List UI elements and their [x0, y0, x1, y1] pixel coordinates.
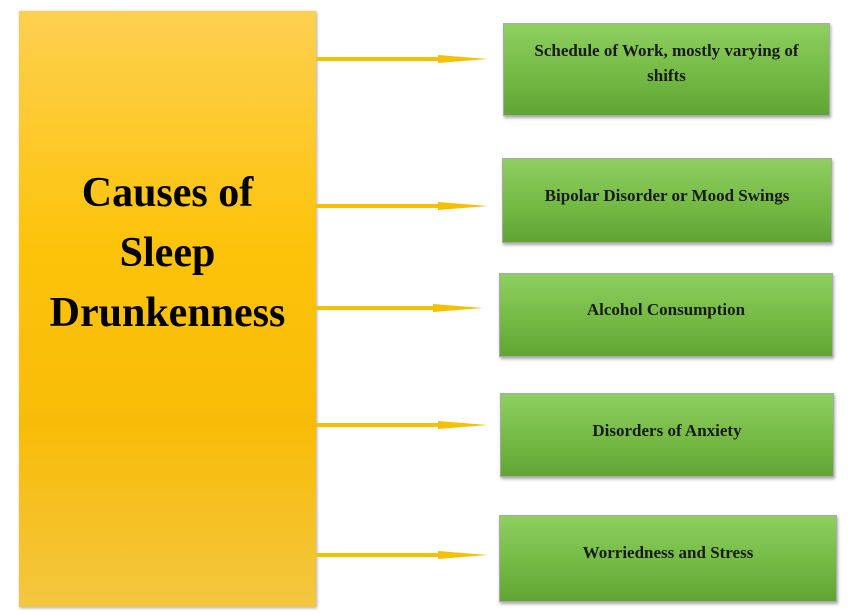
cause-box-anxiety: Disorders of Anxiety — [500, 393, 834, 477]
arrow-5 — [316, 551, 488, 559]
arrow-3 — [316, 304, 483, 312]
main-title-line-3: Drunkenness — [49, 290, 286, 336]
arrow-2 — [316, 202, 488, 210]
cause-box-work-schedule: Schedule of Work, mostly varying of shif… — [503, 23, 830, 116]
cause-box-bipolar: Bipolar Disorder or Mood Swings — [502, 158, 832, 243]
cause-label: Worriedness and Stress — [582, 543, 754, 562]
cause-label: Alcohol Consumption — [586, 300, 746, 319]
cause-label: Schedule of Work, mostly varying of shif… — [534, 41, 799, 85]
main-title-line-1: Causes of — [81, 170, 254, 216]
cause-label: Disorders of Anxiety — [592, 421, 742, 440]
main-cause-box: Causes of Sleep Drunkenness — [19, 11, 316, 607]
main-title: Causes of Sleep Drunkenness — [50, 163, 286, 343]
arrow-1 — [316, 55, 488, 63]
cause-box-stress: Worriedness and Stress — [499, 515, 837, 602]
cause-label: Bipolar Disorder or Mood Swings — [544, 186, 790, 205]
main-title-line-2: Sleep — [119, 230, 216, 276]
cause-box-alcohol: Alcohol Consumption — [499, 273, 833, 357]
arrow-4 — [316, 421, 488, 429]
